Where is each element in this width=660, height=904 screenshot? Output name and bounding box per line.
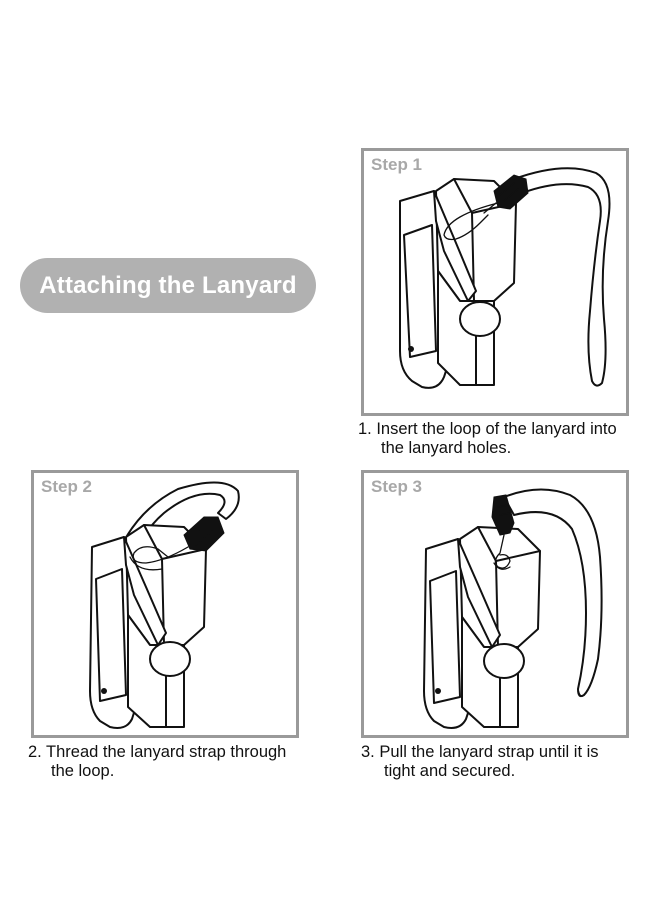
step-1-caption-line-1: 1. Insert the loop of the lanyard into: [358, 420, 617, 438]
step-3-caption-line-1: 3. Pull the lanyard strap until it is: [361, 743, 599, 761]
step-2-caption-line-1: 2. Thread the lanyard strap through: [28, 743, 287, 761]
step-1-caption: 1. Insert the loop of the lanyard into t…: [358, 420, 648, 458]
step-2-label: Step 2: [41, 477, 93, 496]
step-1-panel: Step 1: [361, 148, 629, 416]
step-2-illustration: [89, 481, 240, 729]
title-pill: Attaching the Lanyard: [20, 258, 316, 313]
step-1-caption-line-2: the lanyard holes.: [381, 439, 512, 457]
step-3-caption: 3. Pull the lanyard strap until it is ti…: [361, 743, 651, 781]
step-2-caption: 2. Thread the lanyard strap through the …: [28, 743, 318, 781]
step-2-panel: Step 2: [31, 470, 299, 738]
step-1-illustration: [399, 167, 611, 389]
step-3-caption-line-2: tight and secured.: [384, 762, 516, 780]
step-3-label: Step 3: [371, 477, 423, 496]
step-2-caption-line-2: the loop.: [51, 762, 115, 780]
step-3-illustration: [423, 488, 603, 729]
step-3-panel: Step 3: [361, 470, 629, 738]
step-1-label: Step 1: [371, 155, 423, 174]
page-title: Attaching the Lanyard: [39, 271, 297, 299]
